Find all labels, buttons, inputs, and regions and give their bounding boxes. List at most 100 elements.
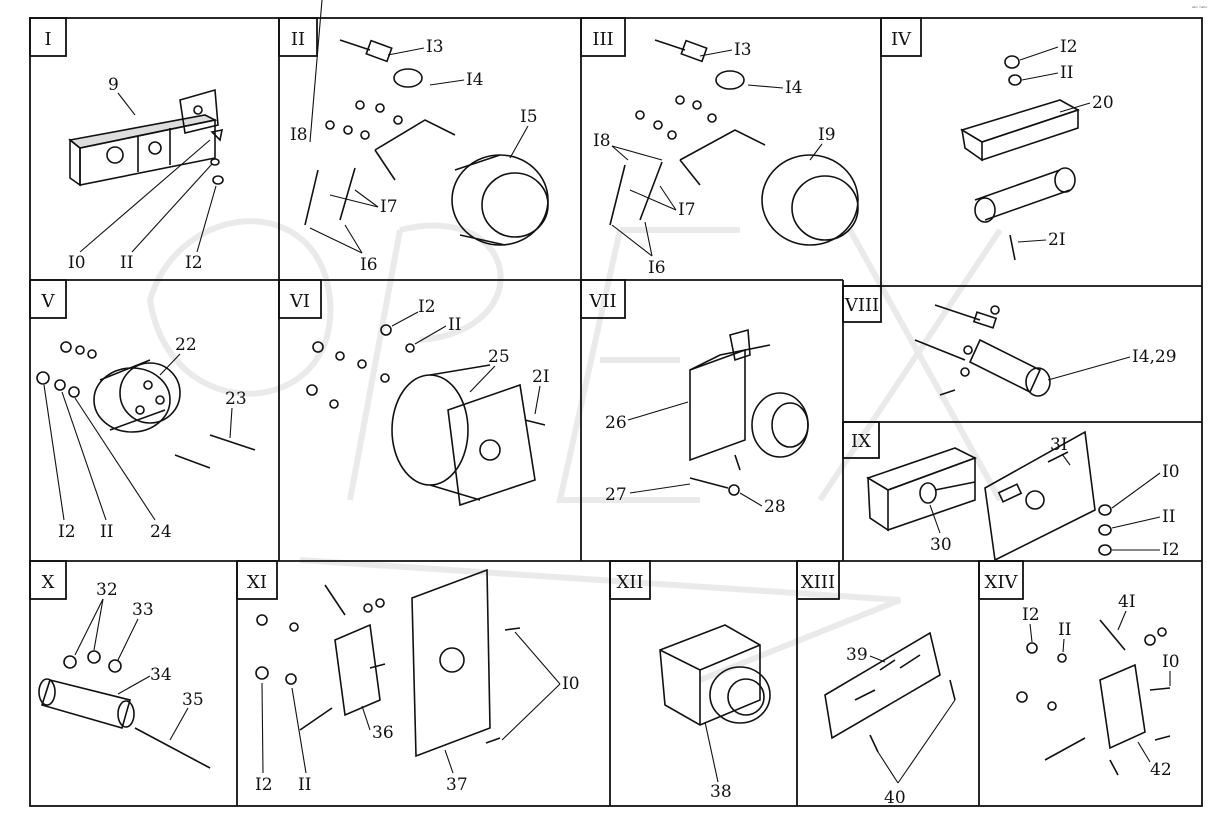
panel-XIV: I2 II 4I I0 42	[1016, 592, 1180, 780]
switch-panel-drawing	[866, 430, 1112, 562]
panel-XII: 38	[659, 624, 771, 802]
callout-I6: I6	[648, 258, 666, 278]
callout-23: 23	[225, 389, 247, 409]
callout-I8: I8	[290, 125, 308, 145]
callout-38: 38	[710, 782, 732, 802]
panel-label-IX: IX	[851, 431, 871, 452]
callout-I2: I2	[255, 775, 273, 795]
indicator-lamp-drawing	[914, 304, 1051, 397]
panel-VI: I2 II 25 2I	[306, 297, 550, 507]
callout-37: 37	[446, 775, 468, 795]
watermark	[146, 218, 1003, 683]
callout-24: 24	[150, 522, 172, 542]
callout-I2: I2	[1060, 37, 1078, 57]
callout-32: 32	[96, 580, 118, 600]
callout-36: 36	[372, 723, 394, 743]
callout-I2: I2	[1162, 540, 1180, 560]
callout-I2: I2	[418, 297, 436, 317]
callout-I3: I3	[426, 37, 444, 57]
panel-I: 9 I0 II I2	[68, 75, 224, 273]
panel-label-IV: IV	[891, 29, 912, 50]
callout-II: II	[298, 775, 311, 795]
callout-I2: I2	[58, 522, 76, 542]
panel-labels: I II III IV V VI VII VIII IX X XI XII XI…	[29, 17, 1024, 600]
callout-I7: I7	[380, 197, 398, 217]
callout-39: 39	[846, 645, 868, 665]
callout-I6: I6	[360, 255, 378, 275]
callout-33: 33	[132, 600, 154, 620]
panel-label-V: V	[41, 291, 56, 312]
callout-25: 25	[488, 347, 510, 367]
gauge-drawing	[304, 39, 549, 246]
buzzer-drawing	[36, 341, 256, 469]
panel-label-III: III	[592, 29, 613, 50]
callout-28: 28	[764, 497, 786, 517]
callout-I0: I0	[1162, 462, 1180, 482]
panel-III: I3 I4 I9 I8 I7 I6	[593, 39, 859, 278]
valve-drawing	[689, 328, 809, 496]
callout-35: 35	[182, 690, 204, 710]
callout-30: 30	[930, 535, 952, 555]
panel-label-II: II	[291, 29, 305, 50]
label-plate-drawing	[824, 631, 956, 753]
panel-label-X: X	[42, 572, 55, 593]
callout-4I: 4I	[1118, 592, 1136, 612]
callout-I9: I9	[818, 125, 836, 145]
callout-I7: I7	[678, 200, 696, 220]
callout-I3: I3	[734, 40, 752, 60]
panel-VII: 26 27 28	[605, 328, 809, 517]
callout-40: 40	[884, 788, 906, 808]
callout-20: 20	[1092, 93, 1114, 113]
callout-I0: I0	[1162, 652, 1180, 672]
callout-42: 42	[1150, 760, 1172, 780]
relay-drawing	[659, 624, 771, 726]
callout-I4-29: I4,29	[1132, 347, 1177, 367]
callout-I2: I2	[1022, 605, 1040, 625]
callout-I4: I4	[466, 70, 484, 90]
callout-II: II	[120, 253, 133, 273]
panel-XI: I0 36 37 I2 II	[255, 568, 580, 795]
corner-mark: ᵃᵇᶜ ⁿᵃᵇᶜ	[1192, 6, 1208, 12]
callout-II: II	[448, 315, 461, 335]
callout-34: 34	[150, 665, 172, 685]
callout-2I: 2I	[1048, 230, 1066, 250]
switch-assembly-drawing	[1016, 619, 1171, 776]
panel-IV: I2 II 20 2I	[960, 37, 1114, 261]
callout-I2: I2	[185, 253, 203, 273]
callout-I0: I0	[68, 253, 86, 273]
panel-grid	[29, 17, 1203, 807]
callout-II: II	[1060, 63, 1073, 83]
callout-26: 26	[605, 413, 627, 433]
panel-V: 22 23 I2 II 24	[36, 335, 256, 542]
panel-label-XIV: XIV	[985, 572, 1019, 593]
panel-X: 32 33 34 35	[38, 580, 211, 769]
callout-II: II	[1162, 507, 1175, 527]
callout-22: 22	[175, 335, 197, 355]
panel-label-XIII: XIII	[801, 572, 835, 593]
callout-2I: 2I	[532, 367, 550, 387]
panel-label-XI: XI	[247, 572, 267, 593]
lamp-panel-drawing	[68, 88, 224, 187]
callout-I0: I0	[562, 674, 580, 694]
panel-II: I3 I4 I5 I8 I7 I6	[290, 0, 549, 275]
callout-I5: I5	[520, 107, 538, 127]
panel-label-VII: VII	[588, 291, 616, 312]
panel-label-XII: XII	[616, 572, 643, 593]
fuse-cartridge-drawing	[38, 650, 211, 769]
panel-label-VI: VI	[289, 291, 310, 312]
fuse-block-drawing	[960, 55, 1080, 261]
callout-I4: I4	[785, 78, 803, 98]
callout-II: II	[100, 522, 113, 542]
toggle-switch-drawing	[255, 568, 521, 758]
panel-label-VIII: VIII	[844, 295, 879, 316]
panel-VIII: I4,29	[914, 304, 1177, 397]
callout-II: II	[1058, 620, 1071, 640]
callout-9: 9	[108, 75, 119, 95]
callout-I8: I8	[593, 131, 611, 151]
gauge-drawing	[609, 39, 859, 246]
callout-3I: 3I	[1050, 435, 1068, 455]
panel-IX: 3I I0 II I2 30	[866, 430, 1180, 562]
panel-label-I: I	[44, 29, 51, 50]
callout-27: 27	[605, 485, 627, 505]
